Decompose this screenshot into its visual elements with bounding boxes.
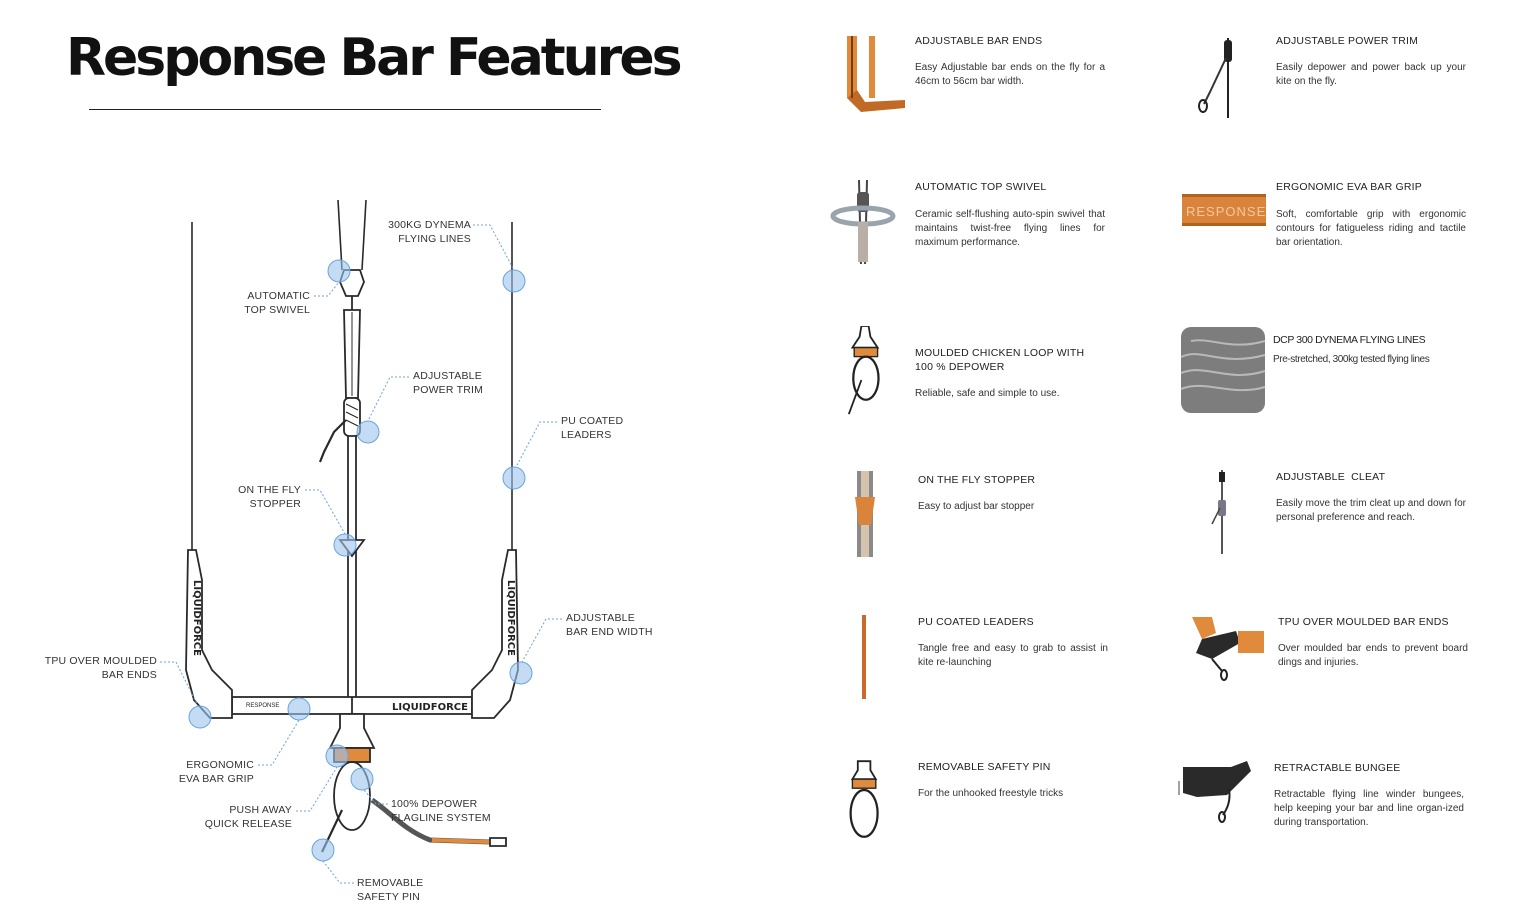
feature-description: Over moulded bar ends to prevent board d… [1278, 643, 1468, 668]
feature-title: TPU OVER MOULDED BAR ENDS [1278, 616, 1449, 628]
feature-tpu-over-moulded-bar-ends: TPU OVER MOULDED BAR ENDS Over moulded b… [1182, 609, 1520, 719]
feature-adjustable-power-trim: ADJUSTABLE POWER TRIM Easily depower and… [1182, 28, 1520, 138]
swivel-icon [830, 179, 896, 264]
marker-flying-lines[interactable] [502, 269, 526, 293]
highlight-markers [188, 259, 533, 862]
stopper-icon [855, 471, 875, 557]
safety-pin-icon [849, 760, 879, 838]
feature-description: Ceramic self-flushing auto-spin swivel t… [915, 209, 1105, 248]
grip-label-right: LIQUIDFORCE [392, 702, 468, 713]
left-bar-end-label: LIQUIDFORCE [191, 580, 202, 656]
feature-retractable-bungee: RETRACTABLE BUNGEE Retractable flying li… [1177, 755, 1520, 865]
callout-bar-end-width: ADJUSTABLE BAR END WIDTH [566, 612, 653, 638]
callout-power-trim: ADJUSTABLE POWER TRIM [413, 370, 484, 396]
marker-eva-grip[interactable] [287, 697, 311, 721]
grip-label-left: RESPONSE [246, 703, 279, 709]
page-title: Response Bar Features [66, 28, 683, 88]
right-bar-end-label: LIQUIDFORCE [505, 580, 516, 656]
feature-title: MOULDED CHICKEN LOOP WITH 100 % DEPOWER [915, 347, 1085, 373]
feature-title: ADJUSTABLE POWER TRIM [1276, 35, 1419, 47]
feature-description: Tangle free and easy to grab to assist i… [918, 643, 1108, 668]
feature-adjustable-bar-ends: ADJUSTABLE BAR ENDS Easy Adjustable bar … [821, 28, 1181, 138]
feature-description: Easily depower and power back up your ki… [1276, 62, 1466, 87]
feature-description: Retractable flying line winder bungees, … [1274, 789, 1464, 828]
feature-pu-coated-leaders: PU COATED LEADERS Tangle free and easy t… [821, 609, 1181, 719]
power-trim-icon [1198, 38, 1232, 118]
bungee-icon [1178, 761, 1251, 823]
marker-safety-pin[interactable] [311, 838, 335, 862]
left-bar-end [185, 549, 233, 719]
tpu-bar-end-icon [1192, 617, 1264, 681]
marker-tpu-bar-ends[interactable] [188, 705, 212, 729]
bar-diagram: RESPONSE LIQUIDFORCE LIQUIDFORCE LIQUIDF… [160, 199, 562, 884]
marker-pu-leaders[interactable] [502, 466, 526, 490]
feature-title: AUTOMATIC TOP SWIVEL [915, 181, 1047, 193]
callout-flying-lines: 300KG DYNEMA FLYING LINES [388, 219, 471, 245]
depower-line [318, 269, 366, 700]
feature-title: ADJUSTABLE CLEAT [1276, 471, 1386, 483]
feature-removable-safety-pin: REMOVABLE SAFETY PIN For the unhooked fr… [821, 754, 1181, 864]
callout-top-swivel: AUTOMATIC TOP SWIVEL [244, 290, 310, 316]
feature-title: ADJUSTABLE BAR ENDS [915, 35, 1043, 47]
grip-thumb-text: RESPONSE [1186, 204, 1266, 219]
feature-description: Soft, comfortable grip with ergonomic co… [1276, 209, 1466, 248]
callout-stopper: ON THE FLY STOPPER [238, 484, 301, 510]
feature-title: DCP 300 DYNEMA FLYING LINES [1273, 334, 1426, 346]
callout-pu-leaders: PU COATED LEADERS [561, 415, 624, 441]
feature-adjustable-cleat: ADJUSTABLE CLEAT Easily move the trim cl… [1182, 464, 1520, 574]
callout-eva-grip: ERGONOMIC EVA BAR GRIP [178, 759, 254, 785]
marker-power-trim[interactable] [356, 420, 380, 444]
title-divider [89, 109, 601, 110]
feature-moulded-chicken-loop: MOULDED CHICKEN LOOP WITH 100 % DEPOWER … [821, 326, 1181, 436]
callout-safety-pin: REMOVABLE SAFETY PIN [357, 877, 424, 903]
callout-depower-flagline: 100% DEPOWER FLAGLINE SYSTEM [391, 798, 491, 824]
feature-on-the-fly-stopper: ON THE FLY STOPPER Easy to adjust bar st… [821, 467, 1181, 577]
feature-description: Easy to adjust bar stopper [918, 501, 1035, 512]
leader-line-icon [862, 615, 866, 699]
feature-ergonomic-eva-bar-grip: RESPONSE ERGONOMIC EVA BAR GRIP Soft, co… [1182, 174, 1520, 284]
feature-title: PU COATED LEADERS [918, 616, 1034, 628]
leader-lines [160, 224, 562, 884]
marker-depower-flagline[interactable] [350, 767, 374, 791]
callout-tpu-bar-ends: TPU OVER MOULDED BAR ENDS [44, 655, 157, 681]
feature-automatic-top-swivel: AUTOMATIC TOP SWIVEL Ceramic self-flushi… [821, 174, 1181, 284]
right-bar-end [471, 549, 519, 719]
flying-lines-icon [1181, 327, 1266, 413]
feature-title: REMOVABLE SAFETY PIN [918, 761, 1051, 773]
marker-top-swivel[interactable] [327, 259, 351, 283]
feature-title: ON THE FLY STOPPER [918, 474, 1036, 486]
marker-bar-end-width[interactable] [509, 661, 533, 685]
bar-end-adjust-icon [821, 28, 909, 118]
feature-description: Pre-stretched, 300kg tested flying lines [1273, 354, 1430, 365]
feature-description: Easily move the trim cleat up and down f… [1276, 498, 1466, 523]
feature-description: Easy Adjustable bar ends on the fly for … [915, 62, 1105, 87]
feature-dcp-300-dynema-lines: DCP 300 DYNEMA FLYING LINES Pre-stretche… [1181, 327, 1520, 437]
center-line-left [337, 199, 343, 271]
feature-title: RETRACTABLE BUNGEE [1274, 762, 1401, 774]
callout-quick-release: PUSH AWAY QUICK RELEASE [204, 804, 292, 830]
feature-title: ERGONOMIC EVA BAR GRIP [1276, 181, 1422, 193]
chicken-loop-icon [847, 326, 880, 415]
cleat-icon [1211, 470, 1226, 554]
feature-description: Reliable, safe and simple to use. [915, 388, 1060, 399]
center-line-right [361, 199, 367, 271]
bar-grip-icon: RESPONSE [1182, 194, 1266, 226]
feature-description: For the unhooked freestyle tricks [918, 788, 1064, 799]
marker-stopper[interactable] [333, 533, 357, 557]
chicken-loop [321, 713, 507, 853]
marker-quick-release[interactable] [325, 744, 349, 768]
